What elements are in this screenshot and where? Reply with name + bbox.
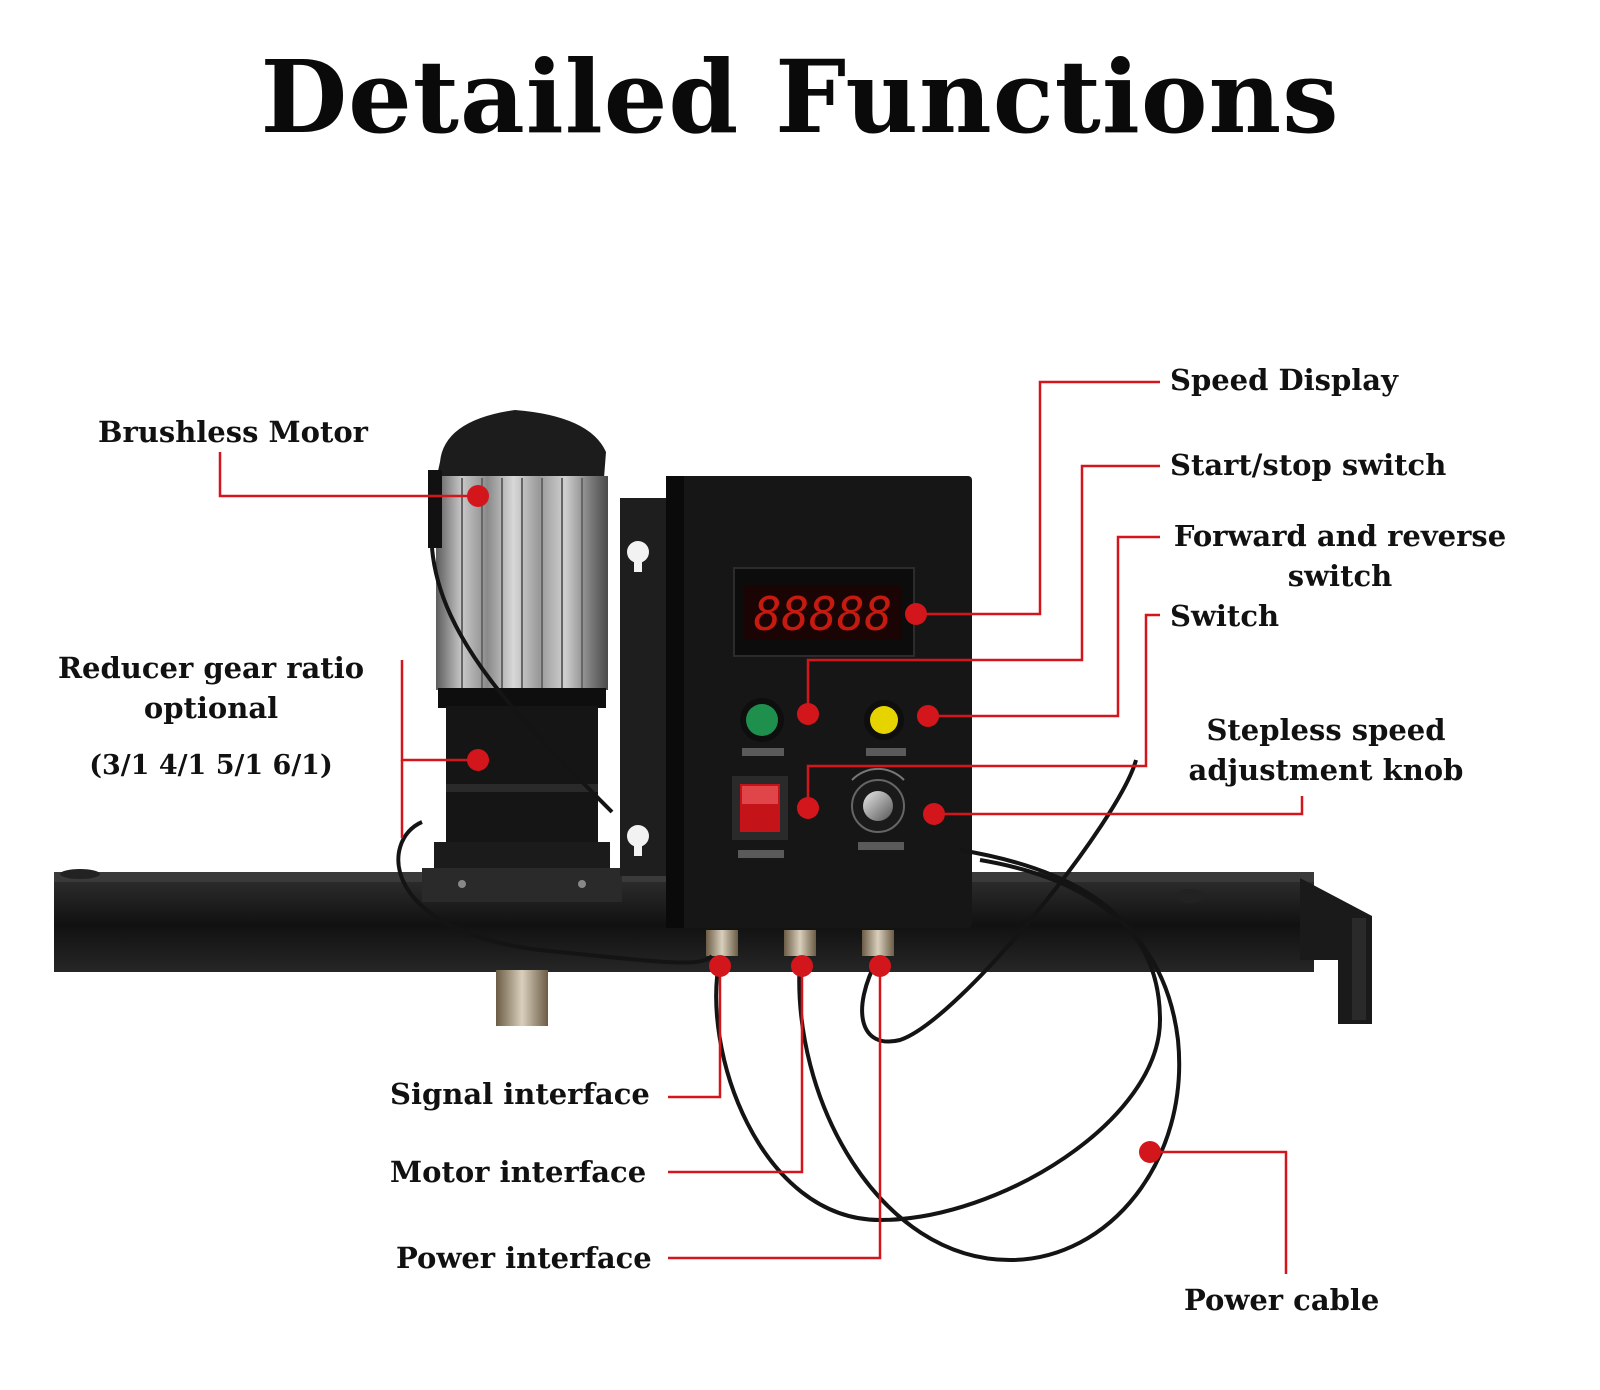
- wall-mount-keyhole-icon: [627, 541, 649, 572]
- power-connector: [862, 930, 894, 956]
- cables: [396, 547, 1182, 1263]
- label-motor-interface: Motor interface: [390, 1155, 647, 1189]
- callout-dot-icon: [1139, 1141, 1161, 1163]
- brushless-motor: [422, 410, 622, 902]
- label-forward-reverse-line2: switch: [1287, 559, 1393, 593]
- callout-dot-icon: [917, 705, 939, 727]
- callout-lines: [218, 380, 1304, 1274]
- start-stop-button: [740, 698, 784, 756]
- label-power-interface: Power interface: [396, 1241, 652, 1275]
- callout-dot-icon: [869, 955, 891, 977]
- callout-dot-icon: [709, 955, 731, 977]
- control-box: 88888: [666, 476, 972, 956]
- label-reducer-ratios: (3/1 4/1 5/1 6/1): [89, 750, 333, 781]
- label-brushless-motor: Brushless Motor: [98, 415, 368, 449]
- label-forward-reverse-line1: Forward and reverse: [1173, 519, 1507, 553]
- callout-dots: [467, 485, 1161, 1163]
- callout-dot-icon: [923, 803, 945, 825]
- wall-mount-keyhole-icon: [627, 825, 649, 856]
- speed-display-readout: 88888: [754, 587, 892, 641]
- motor-connector: [784, 930, 816, 956]
- callout-dot-icon: [797, 703, 819, 725]
- label-switch: Switch: [1170, 599, 1280, 633]
- page-title: Detailed Functions: [260, 38, 1340, 156]
- label-signal-interface: Signal interface: [390, 1077, 650, 1111]
- label-stepless-line1: Stepless speed: [1206, 713, 1446, 747]
- label-power-cable: Power cable: [1184, 1283, 1380, 1317]
- speed-knob: [851, 767, 905, 850]
- callout-dot-icon: [905, 603, 927, 625]
- speed-display: 88888: [733, 567, 915, 657]
- callout-dot-icon: [791, 955, 813, 977]
- callout-dot-icon: [797, 797, 819, 819]
- label-reducer-line1: Reducer gear ratio: [57, 651, 365, 685]
- callout-dot-icon: [467, 749, 489, 771]
- shaft-coupler: [496, 970, 548, 1026]
- label-stepless-line2: adjustment knob: [1188, 753, 1464, 787]
- forward-reverse-button: [864, 700, 906, 756]
- power-rocker-switch: [732, 776, 788, 858]
- mounting-bracket: [620, 498, 670, 876]
- callout-dot-icon: [467, 485, 489, 507]
- signal-connector: [706, 930, 738, 956]
- label-speed-display: Speed Display: [1170, 363, 1398, 397]
- label-start-stop-switch: Start/stop switch: [1170, 448, 1447, 482]
- label-reducer-line2: optional: [143, 691, 279, 725]
